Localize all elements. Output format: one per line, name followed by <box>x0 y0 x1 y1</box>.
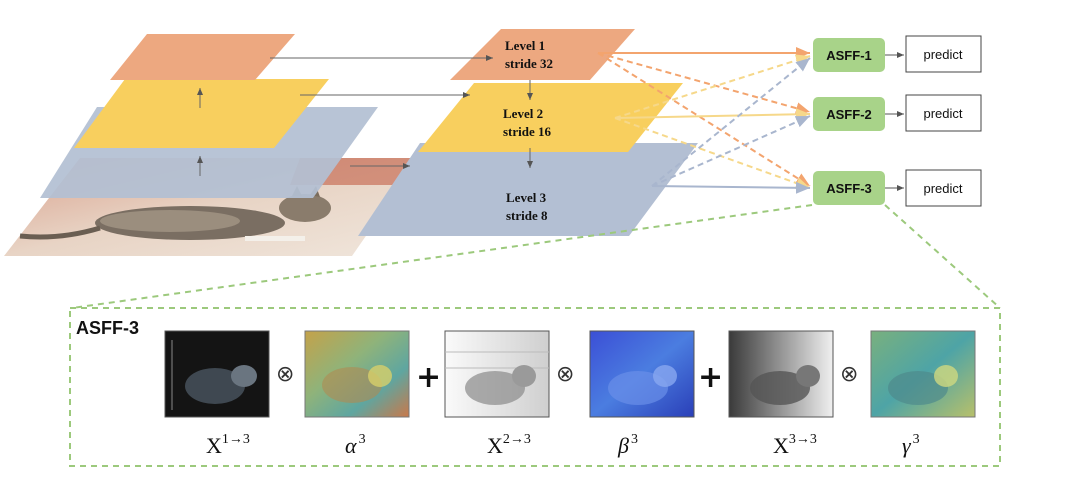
predict-box-3: predict <box>885 169 982 207</box>
left-pyramid <box>4 34 420 256</box>
asff-node-3-label: ASFF-3 <box>826 181 872 196</box>
level3-stride: stride 8 <box>506 208 548 223</box>
left-plane-level2 <box>74 79 329 148</box>
mid-plane-level3 <box>358 143 698 236</box>
plus-operator-1: + <box>416 360 441 395</box>
asff-node-1-label: ASFF-1 <box>826 48 872 63</box>
times-operator-2: ⊗ <box>556 362 574 387</box>
predict-label-1: predict <box>923 47 962 62</box>
mid-plane-level1 <box>450 29 635 80</box>
times-operator-3: ⊗ <box>840 362 858 387</box>
weight-map-beta <box>589 330 695 418</box>
level3-label: Level 3 <box>506 190 547 205</box>
times-operator-1: ⊗ <box>276 362 294 387</box>
asff-node-2: ASFF-2 <box>813 97 885 131</box>
level1-label: Level 1 <box>505 38 545 53</box>
predict-label-3: predict <box>923 181 962 196</box>
weight-map-gamma <box>870 330 976 418</box>
mid-plane-level2 <box>418 83 683 152</box>
feature-map-x2 <box>444 330 550 418</box>
lateral-connections <box>270 55 493 169</box>
predict-label-2: predict <box>923 106 962 121</box>
predict-box-1: predict <box>885 35 982 73</box>
middle-pyramid: Level 1 stride 32 Level 2 stride 16 Leve… <box>358 29 698 236</box>
level2-stride: stride 16 <box>503 124 552 139</box>
label-x3: X3→3 <box>773 432 817 458</box>
feature-map-x3 <box>728 330 834 418</box>
plus-operator-2: + <box>698 360 723 395</box>
level1-stride: stride 32 <box>505 56 553 71</box>
label-x1: X1→3 <box>206 432 250 458</box>
asff-detail-box: ASFF-3 ⊗ + ⊗ + <box>69 307 1001 467</box>
left-plane-level1 <box>110 34 295 80</box>
detail-title: ASFF-3 <box>76 318 139 338</box>
zoom-connectors <box>71 204 1001 309</box>
asff-node-1: ASFF-1 <box>813 38 885 72</box>
level2-label: Level 2 <box>503 106 543 121</box>
predict-box-2: predict <box>885 94 982 132</box>
label-x2: X2→3 <box>487 432 531 458</box>
feature-map-x1 <box>164 330 270 418</box>
asff-node-3: ASFF-3 <box>813 171 885 205</box>
weight-map-alpha <box>304 330 410 418</box>
asff-node-2-label: ASFF-2 <box>826 107 872 122</box>
fusion-lines <box>597 47 811 194</box>
